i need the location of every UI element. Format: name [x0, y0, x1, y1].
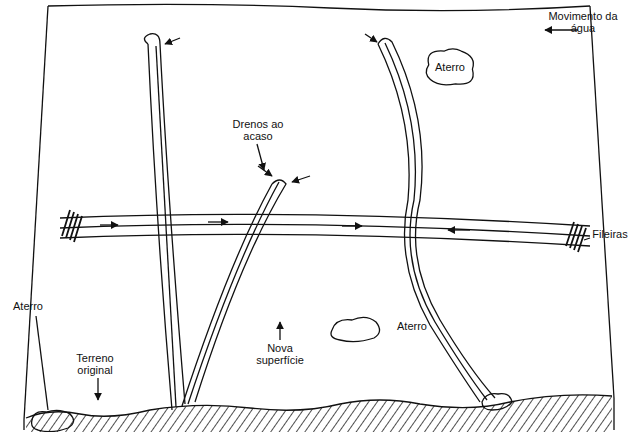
figure-label: Drenos ao acaso [226, 118, 290, 142]
figure-label: Terreno original [60, 352, 130, 376]
node-text: Aterro [422, 61, 478, 73]
figure-label: Movimento da água [548, 10, 618, 34]
figure-label: Aterro [390, 320, 434, 332]
fill-blob: Aterro [422, 46, 478, 88]
figure-label: Aterro [6, 300, 50, 312]
figure-label: Fileiras [590, 228, 630, 240]
figure-label: Nova superfície [244, 342, 316, 366]
